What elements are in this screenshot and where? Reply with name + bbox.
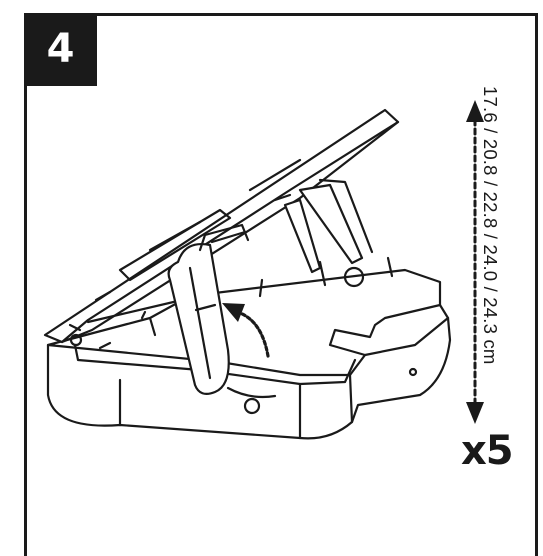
stand-base bbox=[46, 256, 452, 440]
double-arrow-icon bbox=[466, 100, 484, 424]
rear-support-arms bbox=[273, 178, 374, 274]
quantity-label: x5 bbox=[461, 428, 514, 474]
curved-arrow-icon bbox=[222, 303, 270, 358]
front-support-leg bbox=[167, 223, 250, 395]
step-number-badge: 4 bbox=[24, 13, 97, 86]
step-number: 4 bbox=[46, 25, 75, 72]
step-frame bbox=[24, 13, 538, 556]
height-options-label: 17.6 / 20.8 / 22.8 / 24.0 / 24.3 cm bbox=[480, 86, 501, 365]
